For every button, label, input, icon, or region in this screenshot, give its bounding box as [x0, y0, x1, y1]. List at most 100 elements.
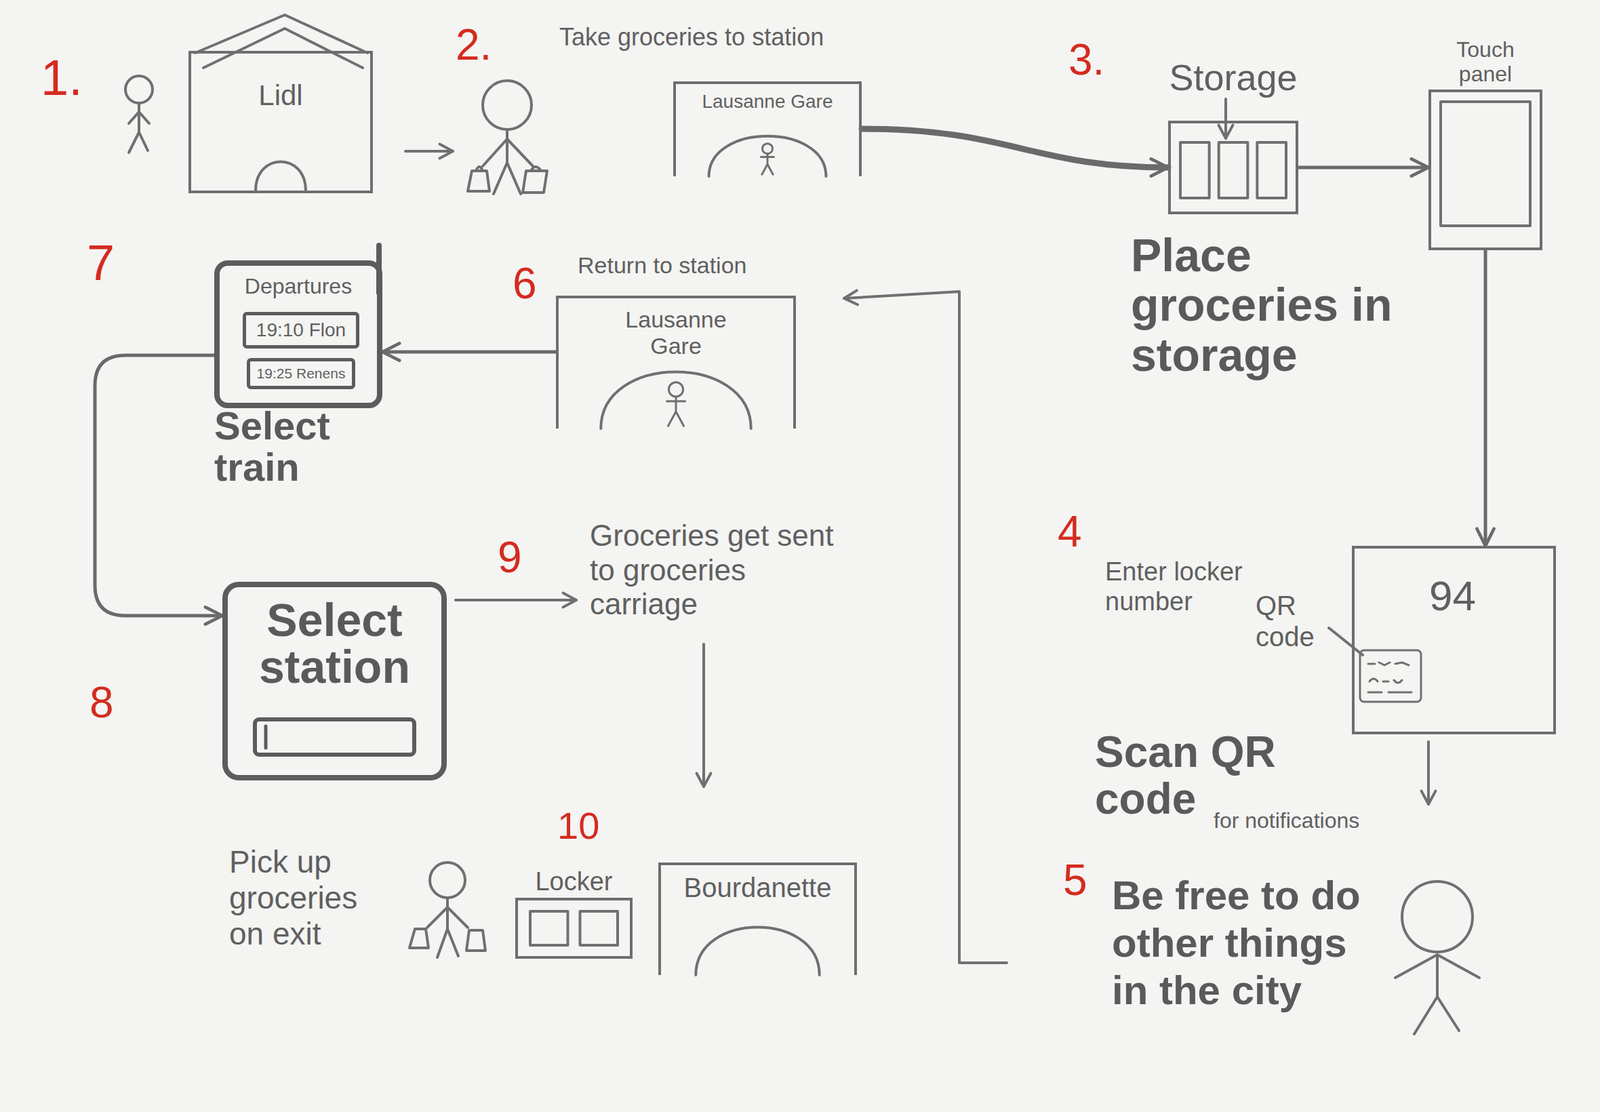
flow-arrow [702, 644, 706, 787]
heading-slot: Touch panel [1427, 37, 1544, 87]
note-text: Groceries get sent to groceries carriage [589, 518, 862, 622]
flow-connector [1298, 166, 1429, 170]
figure-head [482, 80, 532, 130]
node-heading: Touch panel [1427, 37, 1544, 87]
qr-pattern [1368, 662, 1412, 693]
locker-compartment [1218, 142, 1249, 198]
station-frame: Lausanne Gare [673, 81, 862, 177]
node-label: 19:10 Flon [246, 315, 356, 342]
label-slot: Pick up groceries on exit [229, 844, 399, 952]
locker-compartment [1180, 142, 1210, 198]
shape-drawing [1431, 92, 1540, 248]
callout-number: 10 [557, 804, 600, 848]
figure-body [667, 396, 686, 426]
label-slot: 8 [89, 677, 114, 729]
station-arch [695, 927, 819, 975]
step-caption: Place groceries in storage [1130, 230, 1409, 380]
shape-drawing [1170, 123, 1296, 212]
phone-screen: Departures 19:10 Flon 19:25 Renens [214, 260, 383, 409]
touch-panel: Touch panel [1428, 89, 1543, 251]
label-slot: for notifications [1213, 808, 1360, 834]
label-slot: Enter locker number [1105, 557, 1245, 617]
figure-body [1395, 954, 1480, 1034]
shop-roof [195, 14, 368, 68]
station-frame: Lausanne Gare [555, 295, 796, 429]
label-slot: Take groceries to station [559, 23, 939, 51]
flow-arrow [405, 149, 453, 153]
node-label: Lausanne Gare [604, 298, 748, 360]
leader-line [1328, 627, 1363, 655]
label-slot: Groceries get sent to groceries carriage [589, 518, 862, 622]
step-caption: Be free to do other things in the city [1111, 871, 1370, 1015]
stick-figure [125, 75, 153, 153]
label-slot: Be free to do other things in the city [1111, 871, 1370, 1015]
note-text: Return to station [577, 252, 747, 279]
input-field [254, 719, 415, 755]
departure-row: 19:25 Renens [246, 357, 356, 390]
flow-arrow [455, 598, 577, 602]
callout-number: 6 [512, 258, 537, 310]
label-slot: 10 [557, 804, 600, 848]
grocery-bag [522, 166, 548, 193]
note-text: Enter locker number [1105, 557, 1245, 617]
shape-drawing [191, 53, 371, 191]
label-slot: 5 [1063, 855, 1088, 906]
step-caption: Select train [214, 405, 384, 489]
figure-head [762, 143, 773, 154]
pointer-arrow [1224, 98, 1228, 139]
storage-locker: Storage [1168, 120, 1299, 215]
callout-number: 9 [497, 532, 523, 584]
node-heading: Locker [534, 867, 613, 897]
note-text: QR code [1255, 589, 1324, 653]
label-slot: 9 [497, 532, 523, 584]
locker-screen: 94 [1351, 545, 1556, 735]
callout-number: 8 [89, 677, 114, 729]
shop-building: Lidl [188, 50, 373, 194]
station-select-screen: Select station [222, 581, 447, 781]
station-frame: Bourdanette [658, 862, 857, 975]
node-label: Bourdanette [661, 865, 855, 904]
label-slot: 1. [40, 48, 83, 107]
flow-connector [94, 355, 223, 616]
figure-head [429, 862, 466, 898]
node-label: Select station [227, 587, 442, 691]
station-arch [600, 371, 751, 429]
input-cursor [264, 726, 268, 748]
figure-head [668, 382, 683, 397]
return-line [844, 291, 1007, 963]
heading-slot: Storage [1168, 56, 1297, 98]
node-label: Lidl [191, 53, 371, 112]
label-slot: QR code [1255, 589, 1324, 653]
flow-arrow [1427, 741, 1430, 805]
grocery-bag [467, 166, 490, 192]
grocery-bag [409, 928, 429, 948]
callout-number: 3. [1068, 35, 1105, 86]
qr-code [1360, 650, 1422, 702]
figure-body [128, 103, 150, 153]
note-text: Take groceries to station [559, 23, 939, 51]
departure-row: 19:10 Flon [242, 311, 360, 349]
locker-compartment [580, 911, 619, 946]
panel-screen [1440, 101, 1531, 226]
node-label: Departures [219, 265, 377, 299]
free-person [1395, 881, 1480, 1034]
node-heading: Storage [1168, 56, 1297, 98]
label-slot: Select train [214, 405, 384, 489]
node-label: Lausanne Gare [675, 84, 859, 113]
door-arch [255, 162, 306, 191]
figure-head [125, 75, 153, 104]
figure-body [760, 153, 774, 175]
shape-drawing [517, 900, 630, 956]
callout-number: 4 [1057, 507, 1083, 558]
note-text: for notifications [1213, 808, 1360, 834]
node-label: 94 [1422, 548, 1554, 620]
pickup-locker: Locker [515, 897, 633, 959]
callout-number: 5 [1063, 855, 1088, 906]
label-slot: Return to station [577, 252, 747, 279]
figure-head [1402, 881, 1473, 952]
label-slot: 3. [1068, 35, 1105, 86]
person-with-bags [467, 80, 548, 194]
grocery-bag [466, 930, 486, 951]
note-text: Pick up groceries on exit [229, 844, 399, 952]
